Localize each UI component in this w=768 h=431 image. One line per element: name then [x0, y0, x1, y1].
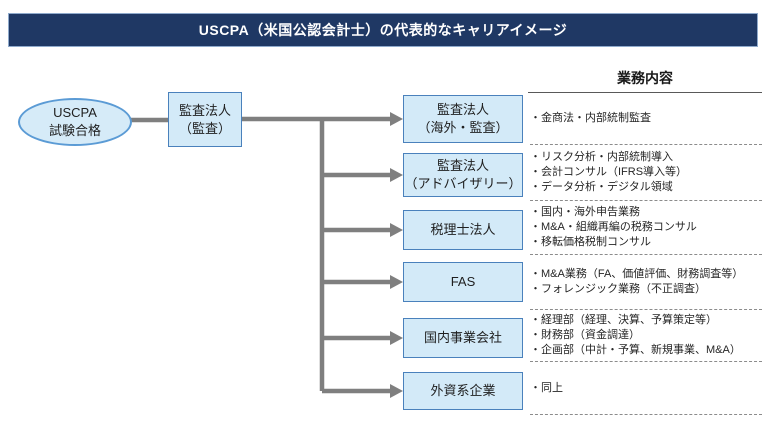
branch-node-fas: FAS [403, 262, 523, 302]
column-header: 業務内容 [528, 67, 762, 89]
start-node-line1: USCPA [53, 105, 97, 121]
bullet-item: ・同上 [530, 381, 563, 394]
column-header-underline [528, 92, 762, 93]
root-node-audit-firm: 監査法人 （監査） [168, 92, 242, 147]
branch-node-foreign-company: 外資系企業 [403, 372, 523, 410]
branch-label: 監査法人 [436, 102, 489, 118]
description-advisory: ・リスク分析・内部統制導入 ・会計コンサル（IFRS導入等） ・データ分析・デジ… [530, 145, 762, 201]
branch-node-audit-overseas: 監査法人 （海外・監査） [403, 95, 523, 143]
branch-label: 外資系企業 [430, 383, 496, 399]
branch-label: FAS [450, 274, 476, 290]
branch-node-domestic-company: 国内事業会社 [403, 318, 523, 358]
arrowhead-branch4 [390, 331, 403, 345]
description-domestic-company: ・経理部（経理、決算、予算策定等） ・財務部（資金調達） ・企画部（中計・予算、… [530, 310, 762, 362]
description-tax-firm: ・国内・海外申告業務 ・M&A・組織再編の税務コンサル ・移転価格税制コンサル [530, 201, 762, 255]
bullet-item: ・移転価格税制コンサル [530, 235, 651, 248]
bullet-item: ・企画部（中計・予算、新規事業、M&A） [530, 343, 741, 356]
bullet-item: ・M&A業務（FA、価値評価、財務調査等） [530, 268, 744, 281]
start-node-uscpa-pass: USCPA 試験合格 [18, 98, 132, 146]
branch-node-advisory: 監査法人 （アドバイザリー） [403, 153, 523, 197]
bullet-item: ・リスク分析・内部統制導入 [530, 151, 673, 164]
branch-node-tax-firm: 税理士法人 [403, 210, 523, 250]
arrowhead-branch5 [390, 384, 403, 398]
bullet-item: ・データ分析・デジタル領域 [530, 180, 673, 193]
bullet-item: ・経理部（経理、決算、予算策定等） [530, 314, 717, 327]
branch-label: 国内事業会社 [423, 330, 502, 346]
branch-label2: （アドバイザリー） [404, 176, 522, 191]
column-header-label: 業務内容 [617, 70, 673, 86]
arrowhead-branch2 [390, 223, 403, 237]
bullet-item: ・会計コンサル（IFRS導入等） [530, 166, 688, 179]
description-audit-overseas: ・金商法・内部統制監査 [530, 93, 762, 145]
arrowhead-branch3 [390, 275, 403, 289]
branch-label: 税理士法人 [430, 222, 496, 238]
branch-label2: （海外・監査） [417, 120, 509, 135]
bullet-item: ・M&A・組織再編の税務コンサル [530, 221, 697, 234]
bullet-item: ・金商法・内部統制監査 [530, 112, 651, 125]
branch-label: 監査法人 [436, 158, 489, 174]
arrowhead-branch1 [390, 168, 403, 182]
root-node-line1: 監査法人 [178, 102, 231, 118]
arrowhead-branch0 [390, 112, 403, 126]
title-banner: USCPA（米国公認会計士）の代表的なキャリアイメージ [8, 13, 758, 47]
bullet-item: ・国内・海外申告業務 [530, 206, 640, 219]
start-node-line2: 試験合格 [48, 123, 101, 138]
bullet-item: ・フォレンジック業務（不正調査） [530, 283, 706, 295]
root-node-line2: （監査） [178, 120, 231, 136]
bullet-item: ・財務部（資金調達） [530, 329, 640, 342]
diagram-title: USCPA（米国公認会計士）の代表的なキャリアイメージ [198, 22, 568, 38]
description-fas: ・M&A業務（FA、価値評価、財務調査等） ・フォレンジック業務（不正調査） [530, 255, 762, 310]
description-foreign-company: ・同上 [530, 362, 762, 415]
